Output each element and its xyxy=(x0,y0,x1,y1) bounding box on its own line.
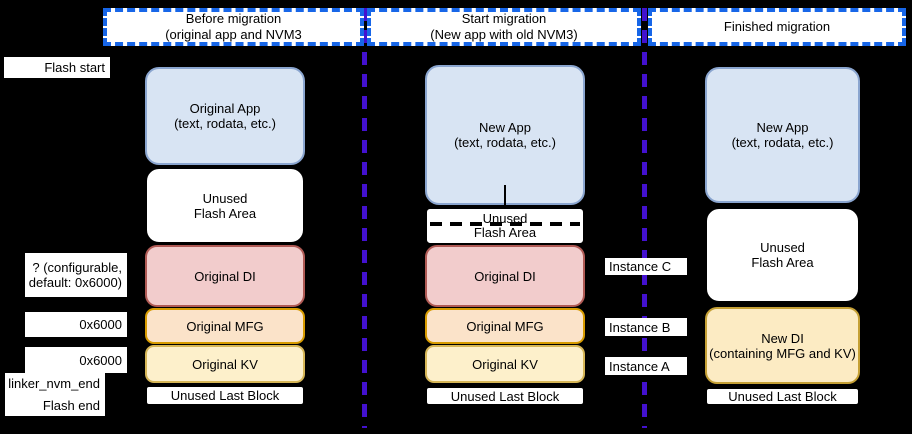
label-text: Instance B xyxy=(609,319,671,335)
header-title: Before migration xyxy=(185,11,282,26)
block-label: Original KV xyxy=(192,356,258,372)
label-text: Flash end xyxy=(42,397,100,413)
block-unused-flash-area: Unused Flash Area xyxy=(705,207,860,303)
block-label: Unused xyxy=(202,190,248,206)
block-original-mfg: Original MFG xyxy=(145,308,305,344)
leader-tick xyxy=(105,404,111,406)
block-original-di: Original DI xyxy=(145,245,305,307)
block-sublabel: Flash Area xyxy=(193,205,257,221)
label-text: default: 0x6000) xyxy=(28,275,122,290)
block-label: New App xyxy=(756,120,809,135)
block-unused-flash-area: Unused Flash Area xyxy=(145,167,305,244)
label-flash-end: Flash end xyxy=(5,394,105,416)
boundary-dashed-line xyxy=(430,222,580,226)
block-sublabel: (text, rodata, etc.) xyxy=(454,135,556,150)
block-label: Original DI xyxy=(194,268,256,284)
column-divider-line xyxy=(362,8,367,428)
block-unused-last-block: Unused Last Block xyxy=(145,385,305,406)
header-title: Start migration xyxy=(461,11,547,26)
label-offset-kv: 0x6000 xyxy=(25,347,127,373)
column-divider-line xyxy=(642,8,647,428)
block-label: Unused Last Block xyxy=(728,389,837,404)
header-before-migration: Before migration (original app and NVM3 xyxy=(103,8,364,46)
block-sublabel: (text, rodata, etc.) xyxy=(731,135,834,150)
block-label: Original MFG xyxy=(186,318,264,334)
block-new-di: New DI (containing MFG and KV) xyxy=(705,307,860,384)
block-label: Unused Last Block xyxy=(450,388,560,404)
block-label: Unused Last Block xyxy=(170,388,280,403)
block-label: Original KV xyxy=(472,356,538,372)
block-sublabel: (containing MFG and KV) xyxy=(709,345,856,361)
label-text: Instance C xyxy=(609,259,672,274)
block-original-app: Original App (text, rodata, etc.) xyxy=(145,67,305,165)
block-label: Original DI xyxy=(474,268,536,284)
block-original-kv: Original KV xyxy=(145,345,305,383)
block-sublabel: Flash Area xyxy=(751,255,814,270)
header-subtitle: (New app with old NVM3) xyxy=(430,27,578,42)
block-original-kv: Original KV xyxy=(425,345,585,383)
label-instance-a: Instance A xyxy=(605,357,687,375)
block-unused-last-block: Unused Last Block xyxy=(705,387,860,406)
block-new-app: New App (text, rodata, etc.) xyxy=(705,67,860,203)
label-text: ? (configurable, xyxy=(32,260,122,275)
label-text: linker_nvm_end xyxy=(8,376,100,391)
leader-tick xyxy=(110,66,117,68)
block-unused-last-block: Unused Last Block xyxy=(425,386,585,406)
block-label: Original App xyxy=(189,101,261,116)
label-text: 0x6000 xyxy=(79,317,122,332)
block-label: New App xyxy=(478,120,532,135)
header-start-migration: Start migration (New app with old NVM3) xyxy=(367,8,641,46)
label-offset-mfg: 0x6000 xyxy=(25,312,127,337)
header-title: Finished migration xyxy=(723,19,831,34)
label-instance-c: Instance C xyxy=(605,258,687,275)
block-new-app: New App (text, rodata, etc.) xyxy=(425,65,585,205)
label-text: 0x6000 xyxy=(79,352,122,368)
label-configurable-offset: ? (configurable, default: 0x6000) xyxy=(25,253,127,297)
block-label: Original MFG xyxy=(466,318,544,334)
label-flash-start: Flash start xyxy=(4,57,110,78)
header-subtitle: (original app and NVM3 xyxy=(165,27,302,42)
label-instance-b: Instance B xyxy=(605,318,687,336)
leader-tick xyxy=(105,383,111,385)
header-finished-migration: Finished migration xyxy=(648,8,906,46)
block-unused-flash-area-small: Unused Flash Area xyxy=(425,207,585,245)
label-linker-nvm-end: linker_nvm_end xyxy=(5,373,105,394)
block-label: Unused xyxy=(760,240,805,255)
label-text: Flash start xyxy=(44,60,105,75)
block-original-mfg: Original MFG xyxy=(425,308,585,344)
block-label: New DI xyxy=(761,330,804,346)
block-sublabel: Flash Area xyxy=(473,225,537,240)
label-text: Instance A xyxy=(609,358,670,374)
block-sublabel: (text, rodata, etc.) xyxy=(174,116,276,131)
block-original-di: Original DI xyxy=(425,245,585,307)
connector-line xyxy=(504,185,506,209)
